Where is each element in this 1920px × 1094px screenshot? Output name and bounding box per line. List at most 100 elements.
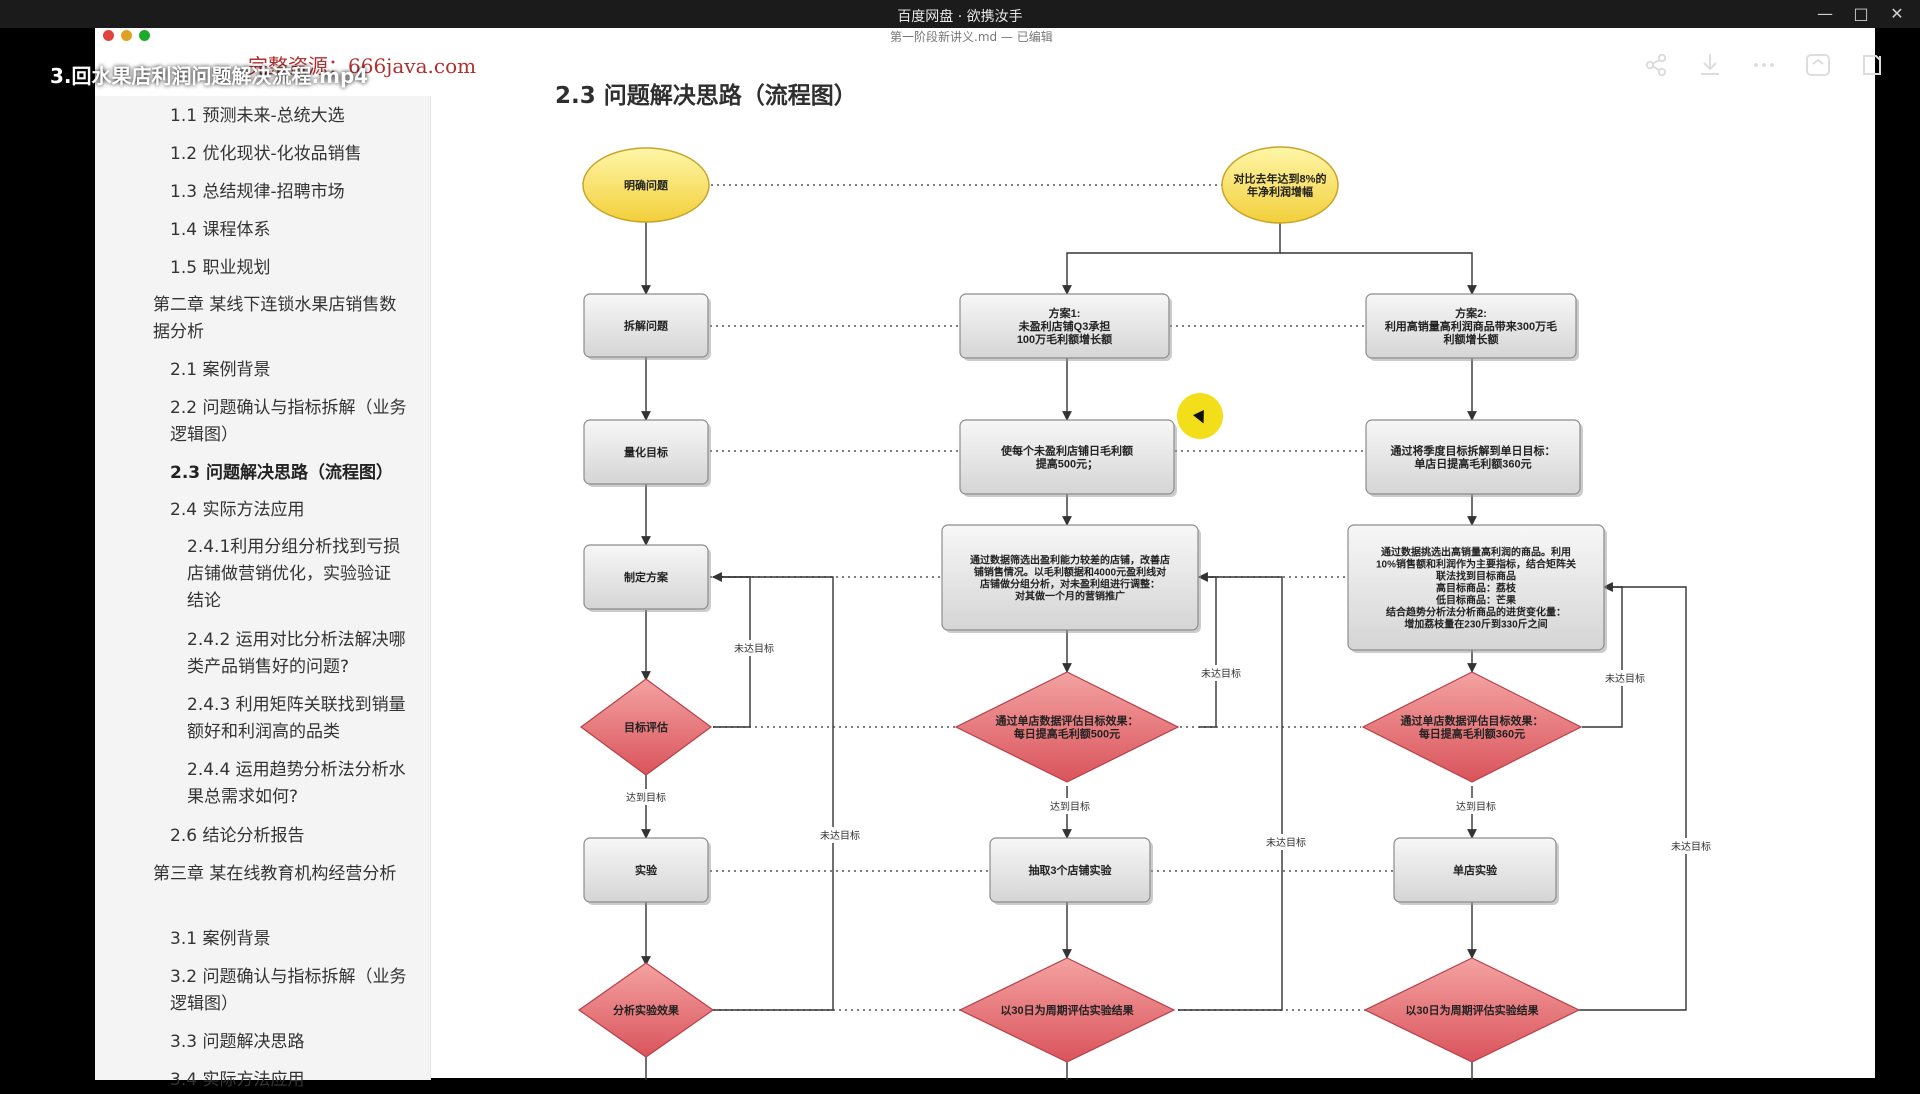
- toc-item[interactable]: 1.5 职业规划: [170, 258, 271, 278]
- diamond-analyze-effect-label: 分析实验效果: [613, 1003, 679, 1017]
- toc-item[interactable]: 2.3 问题解决思路（流程图）: [170, 463, 394, 483]
- toc-item[interactable]: 3.2 问题确认与指标拆解（业务逻辑图）: [170, 967, 407, 1014]
- player-toolbar: [1638, 50, 1890, 80]
- rect-exp2-label: 单店实验: [1453, 863, 1498, 877]
- diamond-result1-label: 以30日为周期评估实验结果: [1000, 1003, 1133, 1017]
- diamond-eval2-label: 通过单店数据评估目标效果：每日提高毛利额360元: [1401, 714, 1544, 741]
- node-label-line: 通过数据筛选出盈利能力较差的店铺，改善店: [970, 554, 1170, 567]
- node-label-line: 对比去年达到8%的: [1234, 172, 1327, 186]
- toc-item[interactable]: 1.4 课程体系: [170, 220, 271, 240]
- tag-reach-bg: [1452, 798, 1500, 814]
- tag-miss: 未达目标: [820, 830, 860, 842]
- node-label-line: 对其做一个月的营销推广: [1015, 590, 1125, 603]
- node-label-line: 方案2:: [1455, 306, 1487, 320]
- close-dot-icon: [103, 30, 114, 41]
- more-icon[interactable]: [1746, 50, 1782, 80]
- rect-make-plan: [583, 544, 709, 610]
- diamond-result2: [1363, 957, 1581, 1063]
- feedback-connector: [1198, 572, 1217, 728]
- node-label-line: 明确问题: [624, 178, 669, 192]
- toc-item[interactable]: 2.4.3 利用矩阵关联找到销量额好和利润高的品类: [187, 695, 406, 742]
- toc-item[interactable]: 3.3 问题解决思路: [170, 1032, 305, 1052]
- rect-plan2: [1365, 293, 1577, 359]
- node-label-line: 店铺做分组分析，对未盈利组进行调整：: [980, 578, 1160, 591]
- window-title: 百度网盘 · 欲携汝手: [897, 9, 1023, 25]
- feedback-connector: [712, 572, 834, 1011]
- node-label-line: 提高500元；: [1036, 457, 1098, 471]
- flow-nodes: 明确问题拆解问题量化目标制定方案目标评估实验分析实验效果对比去年达到8%的年净利…: [577, 146, 1715, 1063]
- node-label-line: 增加荔枝量在230斤到330斤之间: [1404, 618, 1547, 631]
- rect-make-plan-label: 制定方案: [624, 570, 669, 584]
- node-label-line: 10%销售额和利润作为主要指标，结合矩阵关: [1376, 558, 1576, 571]
- rect-quantify-goal-label: 量化目标: [624, 445, 668, 459]
- rect-goal1-label: 使每个未盈利店铺日毛利额提高500元；: [1000, 444, 1133, 471]
- node-label-line: 高目标商品：荔枝: [1436, 582, 1517, 595]
- rect-break-problem-label: 拆解问题: [624, 319, 669, 333]
- ellipse-define-problem: [582, 147, 710, 223]
- node-label-line: 抽取3个店铺实验: [1028, 863, 1112, 877]
- toc-item[interactable]: 2.6 结论分析报告: [170, 826, 305, 846]
- rect-break-problem: [583, 293, 709, 358]
- share-icon[interactable]: [1638, 50, 1674, 80]
- node-label-line: 量化目标: [624, 445, 668, 459]
- ellipse-define-problem-label: 明确问题: [624, 178, 669, 192]
- toc-item[interactable]: 2.4.4 运用趋势分析法分析水果总需求如何?: [187, 760, 406, 807]
- node-label-line: 联法找到目标商品: [1436, 570, 1516, 583]
- tag-miss-bg: [730, 640, 778, 656]
- rect-method2: [1347, 524, 1605, 651]
- toc-sidebar: [95, 96, 431, 1080]
- toc-item[interactable]: 2.4.2 运用对比分析法解决哪类产品销售好的问题?: [187, 630, 406, 677]
- toc-item[interactable]: 3.1 案例背景: [170, 929, 271, 949]
- toc-item[interactable]: 1.2 优化现状-化妆品销售: [170, 144, 362, 164]
- tag-miss: 未达目标: [1201, 668, 1241, 680]
- rect-method1: [941, 524, 1199, 631]
- node-label-line: 结合趋势分析法分析商品的进货变化量：: [1386, 606, 1566, 619]
- tag-miss: 未达目标: [1605, 673, 1645, 685]
- toc-item[interactable]: 2.2 问题确认与指标拆解（业务逻辑图）: [170, 398, 407, 445]
- arrow-connector: [1062, 222, 1281, 295]
- node-label-line: 单店实验: [1453, 863, 1498, 877]
- toc-item[interactable]: 第三章 某在线教育机构经营分析: [153, 864, 397, 884]
- node-label-line: 单店日提高毛利额360元: [1414, 457, 1531, 471]
- feedback-connector: [1578, 582, 1687, 1011]
- background-file-name: 第一阶段新讲义.md — 已编辑: [890, 30, 1053, 44]
- window-controls: — □ ✕: [1810, 2, 1912, 26]
- close-button[interactable]: ✕: [1890, 4, 1904, 23]
- node-label-line: 通过数据挑选出高销量高利润的商品。利用: [1381, 546, 1571, 559]
- screenshot-icon[interactable]: [1800, 50, 1836, 80]
- rect-plan1: [959, 293, 1170, 359]
- toc-item[interactable]: 1.1 预测未来-总统大选: [170, 106, 345, 126]
- rect-goal2-label: 通过将季度目标拆解到单日目标：单店日提高毛利额360元: [1391, 444, 1556, 471]
- node-label-line: 目标评估: [624, 720, 668, 734]
- diamond-eval1: [954, 671, 1180, 783]
- toc-item[interactable]: 3.4 实际方法应用: [170, 1070, 305, 1090]
- diamond-eval1-label: 通过单店数据评估目标效果：每日提高毛利额500元: [996, 714, 1139, 741]
- toc-item[interactable]: 2.4 实际方法应用: [170, 500, 305, 520]
- pip-icon[interactable]: [1854, 50, 1890, 80]
- rect-exp1: [989, 837, 1151, 903]
- toc-item[interactable]: 2.4.1利用分组分析找到亏损店铺做营销优化，实验验证结论: [187, 537, 401, 611]
- tag-reach-bg: [1046, 798, 1094, 814]
- node-label-line: 低目标商品：芒果: [1435, 594, 1517, 607]
- node-label-line: 铺销售情况。以毛利额据和4000元盈利线对: [974, 566, 1166, 579]
- toc-item[interactable]: 1.3 总结规律-招聘市场: [170, 182, 345, 202]
- toc-item[interactable]: 2.1 案例背景: [170, 360, 271, 380]
- watermark: 完整资源：666java.com: [248, 54, 477, 78]
- rect-quantify-goal: [583, 419, 709, 485]
- rect-plan2-label: 方案2:利用高销量高利润商品带来300万毛利额增长额: [1385, 306, 1557, 346]
- node-label-line: 通过单店数据评估目标效果：: [1401, 714, 1544, 728]
- maximize-button[interactable]: □: [1853, 4, 1869, 23]
- traffic-lights: [103, 30, 150, 41]
- tag-reach: 达到目标: [1050, 801, 1090, 813]
- flowchart: 明确问题拆解问题量化目标制定方案目标评估实验分析实验效果对比去年达到8%的年净利…: [577, 146, 1715, 1080]
- title-bar: 百度网盘 · 欲携汝手 — □ ✕: [0, 0, 1920, 28]
- download-icon[interactable]: [1692, 50, 1728, 80]
- diamond-result2-label: 以30日为周期评估实验结果: [1405, 1003, 1538, 1017]
- tag-miss: 未达目标: [1266, 837, 1306, 849]
- arrow-connector: [1280, 252, 1477, 295]
- rect-experiment-label: 实验: [635, 863, 658, 877]
- toc-item[interactable]: 第二章 某线下连锁水果店销售数据分析: [153, 295, 397, 342]
- node-label-line: 100万毛利额增长额: [1017, 332, 1112, 346]
- minimize-button[interactable]: —: [1817, 4, 1833, 23]
